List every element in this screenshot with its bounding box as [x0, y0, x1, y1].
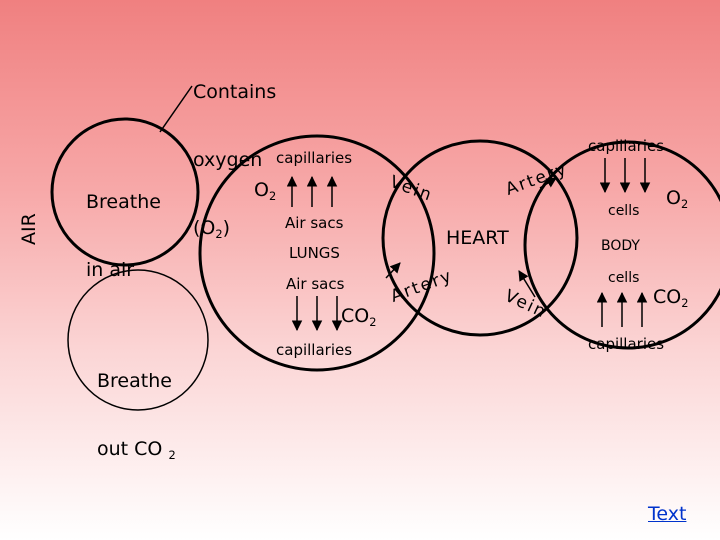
body-circle: [523, 140, 720, 350]
lungs-co2-label: CO2: [341, 305, 377, 329]
oxygen-note-line2: oxygen: [193, 148, 263, 171]
breathe-out-label: Breathe out CO 2: [97, 324, 176, 485]
lungs-up-arrows: [286, 175, 338, 207]
body-up-arrows: [596, 291, 648, 327]
vein-bottom-arrow: [518, 270, 536, 298]
lungs-air-sacs-top: Air sacs: [285, 214, 344, 232]
body-cells-bottom: cells: [608, 270, 640, 286]
text-link[interactable]: Text: [648, 503, 687, 525]
oxygen-pointer: [159, 85, 193, 133]
body-capillaries-top: capillaries: [588, 137, 665, 155]
breathe-out-circle: [67, 269, 209, 411]
air-label: AIR: [18, 213, 40, 245]
heart-label: HEART: [446, 227, 509, 249]
lungs-capillaries-top: capillaries: [276, 149, 353, 167]
lungs-o2-label: O2: [254, 179, 277, 203]
body-capillaries-bottom: capillaries: [588, 335, 665, 353]
oxygen-note: Contains oxygen (O2): [193, 35, 276, 265]
lungs-down-arrows: [291, 296, 343, 332]
breathe-in-circle: [50, 117, 200, 267]
oxygen-note-line3: (O2): [193, 217, 231, 242]
breathe-in-line2: in air: [86, 258, 135, 281]
body-cells-top: cells: [608, 203, 640, 219]
artery-bottom-arrow: [385, 262, 401, 279]
breathe-out-line1: Breathe: [97, 369, 172, 392]
artery-top-arrow: [539, 177, 557, 189]
lungs-capillaries-bottom: capillaries: [276, 341, 353, 359]
breathe-out-line2: out CO 2: [97, 437, 176, 462]
breathe-in-label: Breathe in air: [86, 145, 161, 305]
body-co2-label: CO2: [653, 286, 689, 310]
lungs-circle: [198, 134, 436, 372]
oxygen-note-line1: Contains: [193, 80, 277, 103]
body-down-arrows: [599, 158, 651, 194]
body-label: BODY: [601, 238, 640, 254]
lungs-air-sacs-bottom: Air sacs: [286, 275, 345, 293]
lungs-label: LUNGS: [289, 244, 340, 262]
breathe-in-line1: Breathe: [86, 190, 161, 213]
body-o2-label: O2: [666, 187, 689, 211]
heart-circle: [381, 139, 579, 337]
